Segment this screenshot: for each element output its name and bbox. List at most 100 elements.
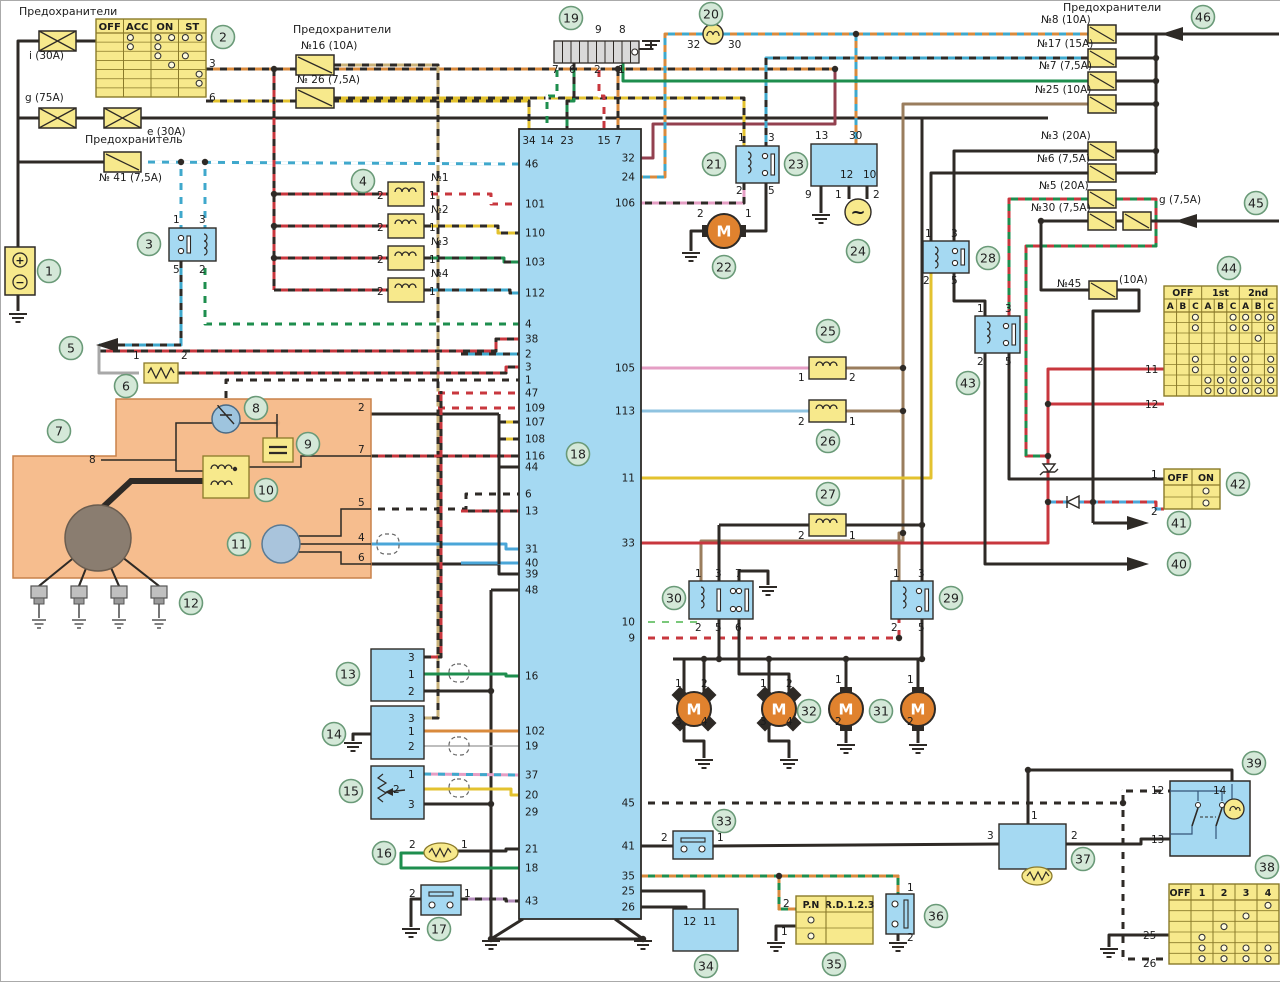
label: 12	[683, 916, 696, 928]
distributor-icon	[64, 504, 132, 572]
spark-plug-icon	[30, 585, 48, 599]
label: g (7,5A)	[1159, 194, 1201, 206]
label: 3	[525, 362, 532, 374]
ref-circle-30	[661, 585, 687, 611]
label: 2	[798, 530, 805, 542]
switch-contact	[446, 901, 454, 909]
component-box	[420, 884, 462, 916]
label: 16	[376, 846, 392, 861]
label: 30	[728, 39, 741, 51]
ref-circle-29	[938, 585, 964, 611]
label: 35	[622, 871, 635, 883]
wire-dash	[461, 897, 519, 903]
label: 4	[701, 716, 708, 728]
label: 2	[891, 622, 898, 634]
label: 2	[835, 716, 842, 728]
ref-circle-8	[243, 395, 269, 421]
horn-icon	[844, 198, 872, 226]
label: 10	[863, 169, 876, 181]
table-contact-dot	[807, 932, 815, 940]
label: 18	[525, 863, 538, 875]
label: 1	[525, 375, 532, 387]
ref-circle-12	[178, 590, 204, 616]
label: №3	[431, 236, 449, 248]
fuse-diag	[1124, 213, 1150, 229]
relay-icon	[974, 315, 1021, 354]
label: C	[1192, 302, 1199, 312]
ref-circle-31	[868, 698, 894, 724]
relay-contact	[915, 587, 923, 595]
ground-icon	[112, 619, 126, 629]
table-contact-dot	[807, 916, 815, 924]
label: 1	[173, 214, 180, 226]
ground-icon	[344, 742, 362, 752]
label: A	[1204, 302, 1211, 312]
ref-circle-24	[845, 238, 871, 264]
coil-glyph	[210, 464, 233, 470]
label: 9	[628, 633, 635, 645]
label: 110	[525, 228, 545, 240]
wire-dash	[203, 261, 519, 326]
fuse-cross	[103, 107, 142, 129]
label: 46	[525, 159, 539, 171]
junction-dot	[487, 687, 495, 695]
label: e (30A)	[147, 126, 186, 138]
label: 3	[1005, 303, 1012, 315]
label: P.N	[803, 900, 820, 911]
label: 3	[951, 228, 958, 240]
wire	[641, 69, 837, 160]
ref-circle-28	[975, 245, 1001, 271]
label: 3	[918, 568, 925, 580]
wire	[741, 183, 768, 233]
wire	[699, 102, 1088, 581]
table-contact-dot	[1242, 376, 1250, 384]
label: 2	[798, 416, 805, 428]
label: 30	[666, 591, 682, 606]
junction-dot	[715, 655, 723, 663]
label: 41	[1171, 516, 1187, 531]
label: A	[1242, 302, 1249, 312]
label: №30 (7,5A)	[1031, 202, 1091, 214]
table-contact-dot	[1264, 944, 1272, 952]
label: 11	[1145, 364, 1158, 376]
label: 11	[622, 473, 635, 485]
label: 2	[849, 372, 856, 384]
label: 33	[716, 814, 732, 829]
label: 2	[358, 402, 365, 414]
junction-dot	[270, 254, 278, 262]
label: 2	[697, 208, 704, 220]
label: 25	[820, 324, 836, 339]
switch-contact	[891, 900, 899, 908]
label: 106	[615, 198, 635, 210]
label: 31	[873, 704, 889, 719]
label: 3	[145, 237, 153, 252]
table-contact-dot	[154, 52, 162, 60]
label: 2	[1071, 830, 1078, 842]
label: OFF	[1167, 473, 1188, 484]
label: 3	[675, 716, 682, 728]
wire-dash	[1049, 500, 1164, 511]
ref-circle-14	[321, 721, 347, 747]
label: 15	[597, 135, 610, 147]
table-contact-dot	[1242, 387, 1250, 395]
wire	[641, 183, 746, 205]
fuse-diag	[1089, 191, 1115, 207]
table-contact-dot	[1267, 366, 1275, 374]
label: 1	[907, 674, 914, 686]
relay-contact	[1002, 339, 1010, 347]
wire-dash	[424, 391, 443, 659]
shield-icon	[448, 778, 470, 798]
label: 2	[873, 189, 880, 201]
label: 4	[525, 319, 532, 331]
table-contact-dot	[1229, 387, 1237, 395]
ground-icon	[780, 759, 798, 769]
fuse-diag	[105, 153, 140, 171]
ground-icon	[152, 619, 166, 629]
motor-icon	[676, 691, 712, 727]
label: 27	[820, 487, 836, 502]
wire-dash	[641, 789, 1170, 805]
label: i (30A)	[29, 50, 64, 62]
wire	[641, 889, 706, 914]
label: 7	[615, 135, 622, 147]
table-contact-dot	[1242, 912, 1250, 920]
